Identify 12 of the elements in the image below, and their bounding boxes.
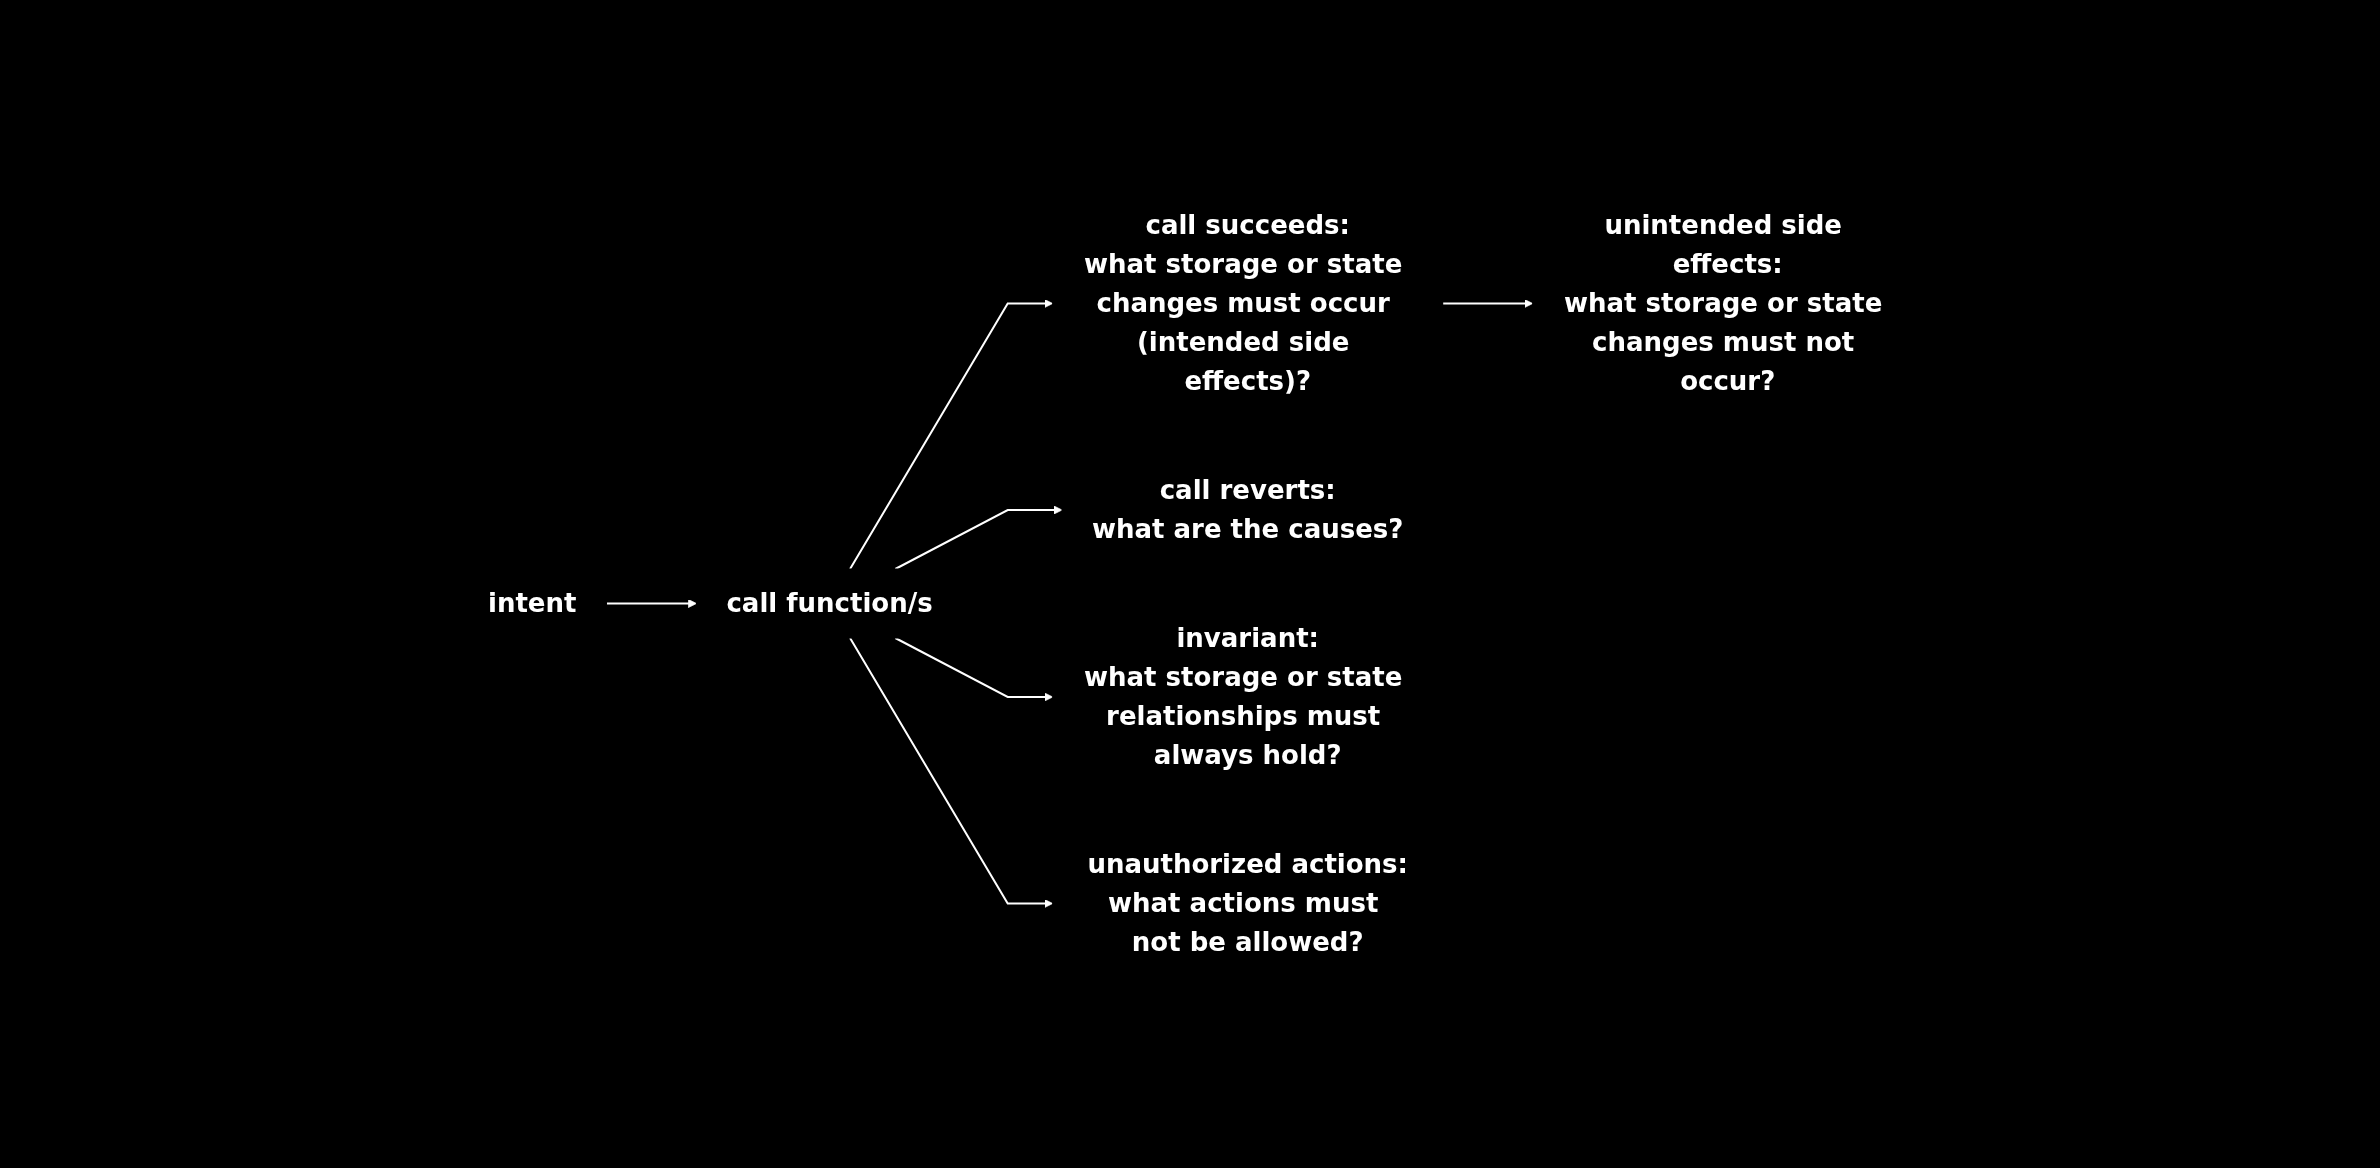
node-text: call reverts: what are the causes? [1091,475,1404,544]
node-text: call function/s [726,588,933,618]
node-text: invariant: what storage or state relationships must always hold? [1083,623,1402,770]
node-text: call succeeds: what storage or state changes must occur (intended side effects)? [1083,210,1402,396]
arrow [605,599,697,608]
arrow [848,637,1053,908]
node-text: unauthorized actions: what actions must not be allowed? [1087,849,1408,957]
arrow [893,505,1063,570]
arrow [848,299,1053,570]
node-text: intent [487,588,577,618]
node-text: unintended side effects: what storage or state changes must not occur? [1563,210,1882,396]
arrow [1441,299,1533,308]
